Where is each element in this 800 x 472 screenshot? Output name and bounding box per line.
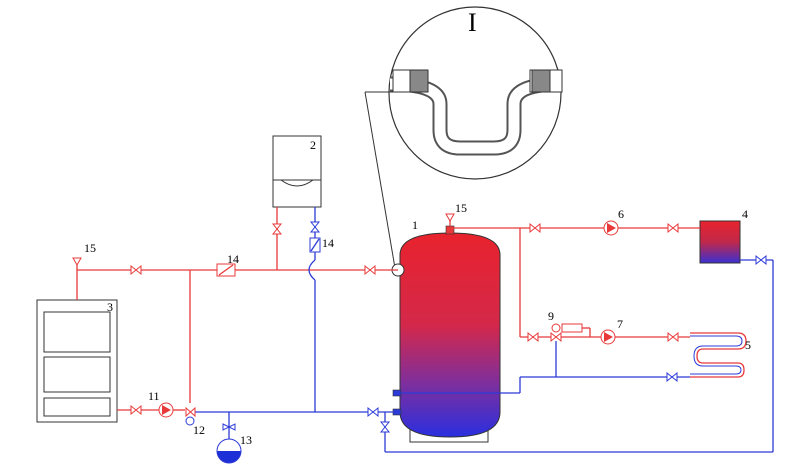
pump-mid-label: 7: [617, 317, 623, 331]
check-valve-label: 12: [193, 423, 205, 437]
storage-tank: 1: [391, 218, 501, 443]
tank-label: 1: [412, 218, 418, 232]
expansion-vessel: 13: [216, 412, 252, 464]
mixing-valve-label: 9: [548, 309, 554, 323]
valve-14a-label: 14: [227, 252, 239, 266]
return-piping: 14 12: [185, 207, 774, 453]
stove-label: 3: [107, 300, 113, 314]
pump-top-label: 6: [618, 207, 624, 221]
wall-boiler: 2: [272, 135, 322, 208]
solid-fuel-stove: 3: [36, 299, 118, 423]
radiator-label: 4: [742, 207, 748, 221]
detail-view: I: [364, 6, 563, 269]
safety-valve-left-label: 15: [84, 241, 96, 255]
floor-heating-coil: 5: [690, 332, 751, 378]
valve-14b-label: 14: [322, 236, 334, 250]
detail-label: I: [468, 8, 477, 37]
expansion-vessel-label: 13: [240, 433, 252, 447]
radiator: 4: [699, 207, 748, 264]
supply-piping: 15 14 11 15 6: [72, 201, 700, 418]
pump-return-label: 11: [148, 389, 160, 403]
boiler-label: 2: [310, 138, 316, 152]
floor-coil-label: 5: [745, 338, 751, 352]
safety-valve-right-label: 15: [455, 201, 467, 215]
